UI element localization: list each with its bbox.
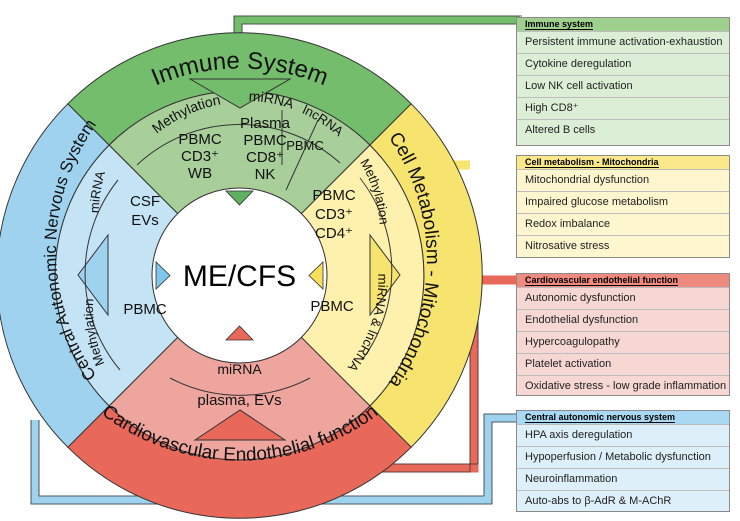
panel-metabolism-item: Impaired glucose metabolism xyxy=(517,191,729,213)
notch-immune xyxy=(188,78,292,109)
panel-immune-item: Altered B cells xyxy=(517,119,729,141)
inner-ring xyxy=(54,90,425,461)
cardio-mirna-samples: plasma, EVs xyxy=(197,392,281,409)
immune-methylation-sample: CD3⁺ xyxy=(181,148,219,165)
panel-autonomic: Central autonomic nervous system HPA axi… xyxy=(516,410,730,512)
panel-immune-item: High CD8⁺ xyxy=(517,97,729,119)
center-arrow-right xyxy=(308,261,324,290)
notch-cardio xyxy=(193,409,287,441)
panel-metabolism-item: Nitrosative stress xyxy=(517,235,729,257)
panel-metabolism-item: Redox imbalance xyxy=(517,213,729,235)
panel-immune-item: Persistent immune activation-exhaustion xyxy=(517,31,729,53)
panel-autonomic-item: Neuroinflammation xyxy=(517,468,729,490)
notch-autonomic xyxy=(77,233,109,317)
metabolism-methylation-sample: CD4⁺ xyxy=(315,225,353,242)
panel-immune-title: Immune system xyxy=(517,18,729,31)
autonomic-methylation-sample: PBMC xyxy=(123,301,167,318)
panel-cardio-title: Cardiovascular endothelial function xyxy=(517,274,729,287)
panel-autonomic-item: Hypoperfusion / Metabolic dysfunction xyxy=(517,446,729,468)
panel-cardio: Cardiovascular endothelial function Auto… xyxy=(516,273,730,396)
panel-metabolism-title: Cell metabolism - Mitochondria xyxy=(517,156,729,169)
immune-mirna-sample: PBMC xyxy=(243,132,287,149)
autonomic-mirna-sample: EVs xyxy=(131,212,159,229)
panel-immune-item: Cytokine deregulation xyxy=(517,53,729,75)
immune-mirna-sample: CD8⁺ xyxy=(246,149,284,166)
connector-autonomic xyxy=(30,413,520,505)
center-arrow-left xyxy=(155,261,171,290)
cardio-mirna-label: miRNA xyxy=(217,361,262,377)
metabolism-methylation-sample: PBMC xyxy=(312,187,356,204)
panel-autonomic-item: Auto-abs to β-AdR & M-AChR xyxy=(517,490,729,512)
panel-autonomic-title: Central autonomic nervous system xyxy=(517,411,729,424)
notch-metabolism xyxy=(369,233,401,317)
center-arrow-top xyxy=(225,190,254,206)
immune-lncrna-sample: PBMC xyxy=(286,138,324,153)
center-label: ME/CFS xyxy=(183,260,296,293)
immune-methylation-sample: WB xyxy=(188,165,212,182)
panel-cardio-item: Autonomic dysfunction xyxy=(517,287,729,309)
panel-metabolism: Cell metabolism - Mitochondria Mitochond… xyxy=(516,155,730,258)
immune-mirna-sample: Plasma xyxy=(240,115,291,132)
panel-autonomic-item: HPA axis deregulation xyxy=(517,424,729,446)
autonomic-mirna-sample: CSF xyxy=(130,193,160,210)
immune-mirna-sample: NK xyxy=(255,166,276,183)
panel-metabolism-item: Mitochondrial dysfunction xyxy=(517,169,729,191)
center-circle xyxy=(151,187,328,364)
connector-cardio xyxy=(340,275,520,473)
panel-cardio-item: Endothelial dysfunction xyxy=(517,309,729,331)
panel-cardio-item: Oxidative stress - low grade inflammatio… xyxy=(517,375,729,397)
panel-immune: Immune system Persistent immune activati… xyxy=(516,17,730,146)
panel-immune-item: Low NK cell activation xyxy=(517,75,729,97)
immune-methylation-sample: PBMC xyxy=(178,131,222,148)
metabolism-rna-sample: PBMC xyxy=(310,298,354,315)
center-arrow-bottom xyxy=(225,325,254,341)
panel-cardio-item: Platelet activation xyxy=(517,353,729,375)
panel-cardio-item: Hypercoagulopathy xyxy=(517,331,729,353)
metabolism-methylation-sample: CD3⁺ xyxy=(315,206,353,223)
